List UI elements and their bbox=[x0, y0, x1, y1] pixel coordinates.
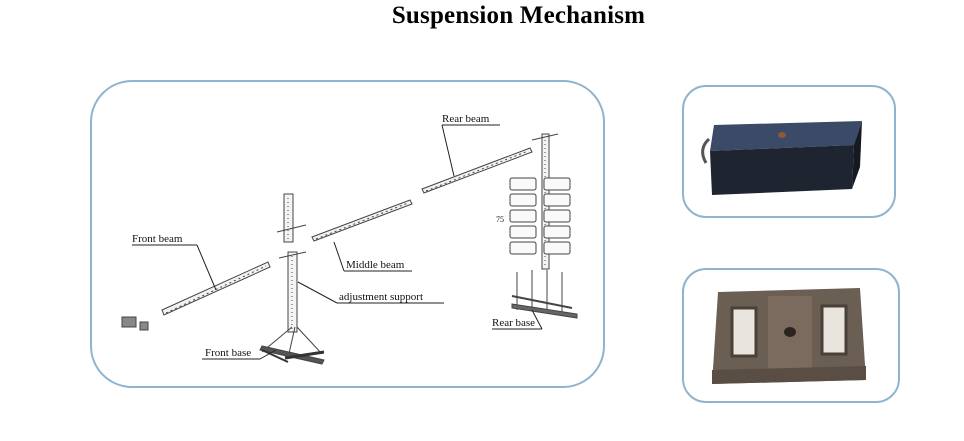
counterweight-block-image bbox=[701, 121, 862, 195]
label-front-beam: Front beam bbox=[132, 233, 183, 245]
label-middle-beam: Middle beam bbox=[346, 259, 405, 271]
label-weight-dimension: 75 bbox=[496, 215, 504, 224]
suspension-diagram: Rear beam Front beam Middle beam adjustm… bbox=[121, 113, 578, 365]
front-base-stand bbox=[259, 326, 325, 365]
middle-beam bbox=[311, 199, 413, 242]
cast-iron-weight-image bbox=[712, 288, 866, 384]
counterweight-stack bbox=[509, 177, 571, 255]
label-rear-base: Rear base bbox=[492, 317, 535, 329]
middle-post bbox=[276, 193, 307, 243]
cast-iron-weight-photo-panel bbox=[682, 268, 900, 403]
rear-base-frame bbox=[511, 270, 578, 319]
page-title: Suspension Mechanism bbox=[391, 2, 646, 29]
suspension-diagram-panel: Rear beam Front beam Middle beam adjustm… bbox=[90, 80, 605, 388]
label-adjustment-support: adjustment support bbox=[339, 291, 423, 303]
label-rear-beam: Rear beam bbox=[442, 113, 490, 125]
rear-beam bbox=[421, 147, 533, 194]
clamp-parts bbox=[121, 316, 149, 331]
front-beam bbox=[161, 261, 271, 316]
adjustment-support-post bbox=[278, 251, 307, 333]
label-front-base: Front base bbox=[205, 347, 251, 359]
counterweight-block-photo-panel bbox=[682, 85, 896, 218]
